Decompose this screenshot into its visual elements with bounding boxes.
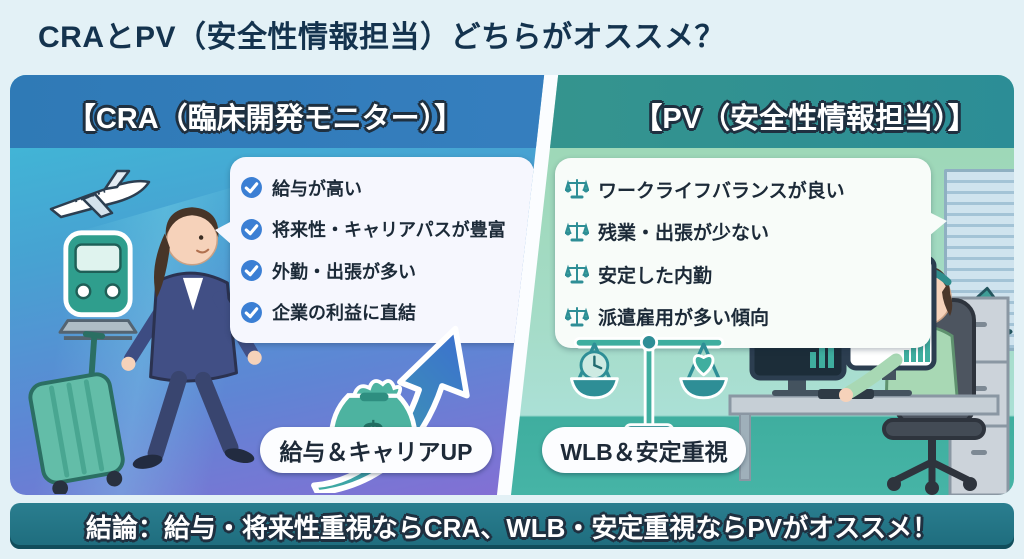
check-circle-icon: [241, 177, 262, 199]
list-item: 企業の利益に直結: [240, 299, 524, 325]
list-item: 外勤・出張が多い: [240, 258, 524, 284]
pv-badge: WLB＆安定重視: [542, 427, 746, 473]
airplane-icon: [49, 169, 151, 219]
list-item-label: 残業・出張が少ない: [598, 223, 770, 245]
check-circle-icon: [241, 260, 262, 282]
list-item-label: 給与が高い: [272, 178, 362, 199]
balance-scale-clock-heart-icon: [569, 333, 729, 438]
bar-chart-icon: [904, 350, 909, 362]
pv-benefits-bubble: ワークライフバランスが良い 残業・出張が少ない 安定した内勤 派遣雇用が多い傾向: [555, 158, 947, 348]
list-item: 給与が高い: [240, 175, 524, 201]
balance-scale-icon: [565, 264, 589, 284]
conclusion-banner: 結論：給与・将来性重視ならCRA、WLB・安定重視ならPVがオススメ！: [10, 503, 1014, 549]
conclusion-text: 結論：給与・将来性重視ならCRA、WLB・安定重視ならPVがオススメ！: [85, 512, 939, 543]
list-item: 派遣雇用が多い傾向: [565, 303, 921, 330]
list-item-label: 企業の利益に直結: [272, 303, 416, 324]
balance-scale-icon: [565, 306, 589, 327]
cra-benefits-bubble: 給与が高い 将来性・キャリアパスが豊富 外勤・出張が多い 企業の利益に直結: [215, 157, 534, 343]
cra-panel-header: 【CRA（臨床開発モニター）】: [66, 103, 464, 135]
page-title: CRAとPV（安全性情報担当）どちらがオススメ？: [38, 21, 726, 54]
list-item-label: 将来性・キャリアパスが豊富: [272, 220, 506, 241]
list-item-label: ワークライフバランスが良い: [598, 180, 845, 202]
comparison-board: 【CRA（臨床開発モニター）】: [10, 75, 1014, 495]
pv-panel-header: 【PV（安全性情報担当）】: [633, 103, 977, 135]
speech-bubble-tail: [215, 221, 232, 245]
train-icon: [58, 230, 138, 341]
list-item: 残業・出張が少ない: [565, 218, 921, 245]
speech-bubble-tail: [929, 212, 947, 236]
balance-scale-icon: [565, 221, 589, 242]
list-item: ワークライフバランスが良い: [565, 176, 921, 203]
pv-panel: 【PV（安全性情報担当）】: [510, 75, 1014, 495]
check-circle-icon: [241, 301, 262, 323]
check-circle-icon: [241, 218, 262, 240]
list-item: 安定した内勤: [565, 261, 921, 288]
list-item-label: 安定した内勤: [598, 265, 713, 287]
suitcase-icon: [28, 331, 125, 494]
businesswoman-illustration: [121, 207, 262, 469]
list-item: 将来性・キャリアパスが豊富: [240, 216, 524, 242]
balance-scale-icon: [565, 179, 589, 199]
list-item-label: 外勤・出張が多い: [272, 261, 416, 282]
cra-panel: 【CRA（臨床開発モニター）】: [10, 75, 545, 495]
list-item-label: 派遣雇用が多い傾向: [598, 308, 770, 330]
cra-badge: 給与＆キャリアUP: [260, 427, 492, 473]
heart-icon: [692, 354, 715, 377]
